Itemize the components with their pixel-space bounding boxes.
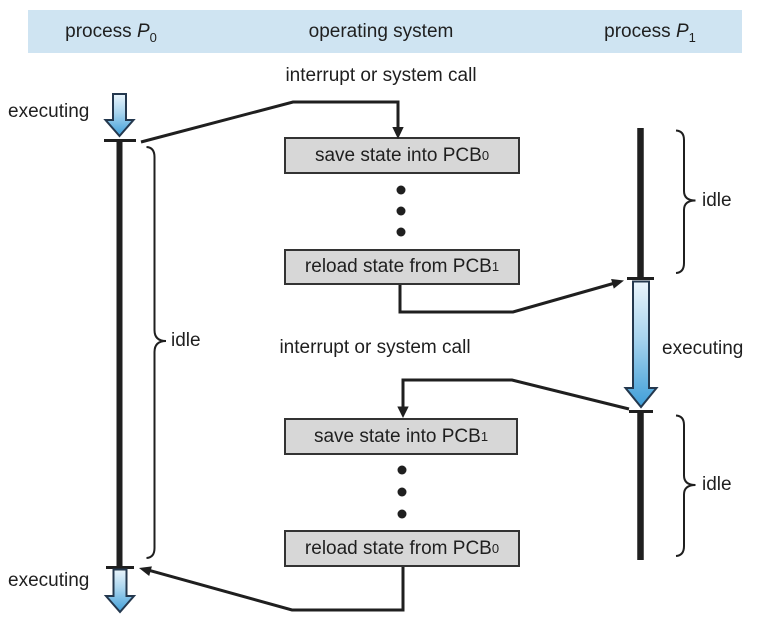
idle-brace-p1-top xyxy=(675,129,696,274)
p0-executing-arrow-bottom xyxy=(103,568,137,614)
process-p1-subscript: 1 xyxy=(688,29,696,45)
arrowhead-into-p0-timeline xyxy=(139,566,152,576)
idle-brace-p0 xyxy=(146,146,167,559)
ellipsis-dot xyxy=(396,185,406,195)
column-label-process-p1: process P1 xyxy=(604,21,696,45)
connector-reload-pcb0-to-p0 xyxy=(149,567,405,612)
process-p0-subscript: 0 xyxy=(149,29,157,45)
arrowhead-into-save-pcb1 xyxy=(397,406,409,418)
header-bar xyxy=(28,10,742,53)
ellipsis-dots-bottom xyxy=(397,465,407,519)
connector-reload-pcb1-to-p1 xyxy=(398,281,616,314)
process-p1-symbol: P xyxy=(675,21,689,42)
idle-label-p1-top: idle xyxy=(702,190,732,211)
p1-executing-arrow xyxy=(623,280,659,409)
process-p0-symbol: P xyxy=(136,21,150,42)
idle-label-p0: idle xyxy=(171,330,201,351)
arrowhead-into-p1-timeline xyxy=(611,279,624,289)
box-save-state-pcb0-text: save state into PCB xyxy=(314,144,482,166)
connector-p1-to-save-pcb1 xyxy=(401,378,630,411)
ellipsis-dot xyxy=(397,487,407,497)
executing-label-p1: executing xyxy=(662,338,744,359)
executing-label-p0-top: executing xyxy=(8,101,90,122)
p0-executing-arrow-top xyxy=(103,93,136,138)
idle-label-p1-bottom: idle xyxy=(702,474,732,495)
idle-brace-p1-bottom xyxy=(675,414,696,557)
executing-label-p0-bottom: executing xyxy=(8,570,90,591)
box-save-state-pcb1-text: save state into PCB xyxy=(313,425,481,447)
column-label-operating-system: operating system xyxy=(308,21,454,42)
column-label-process-p0: process P0 xyxy=(65,21,157,45)
interrupt-label-bottom: interrupt or system call xyxy=(279,337,471,358)
ellipsis-dot xyxy=(397,509,407,519)
box-reload-state-pcb1-text: reload state from PCB xyxy=(304,256,492,277)
interrupt-label-top: interrupt or system call xyxy=(285,65,477,86)
ellipsis-dot xyxy=(397,465,407,475)
connector-p0-to-save-pcb0 xyxy=(140,100,400,144)
ellipsis-dot xyxy=(396,227,406,237)
process-p1-prefix: process xyxy=(604,21,676,42)
process-p0-prefix: process xyxy=(65,21,137,42)
ellipsis-dot xyxy=(396,206,406,216)
ellipsis-dots-top xyxy=(396,185,406,237)
box-reload-state-pcb0-text: reload state from PCB xyxy=(304,537,492,559)
